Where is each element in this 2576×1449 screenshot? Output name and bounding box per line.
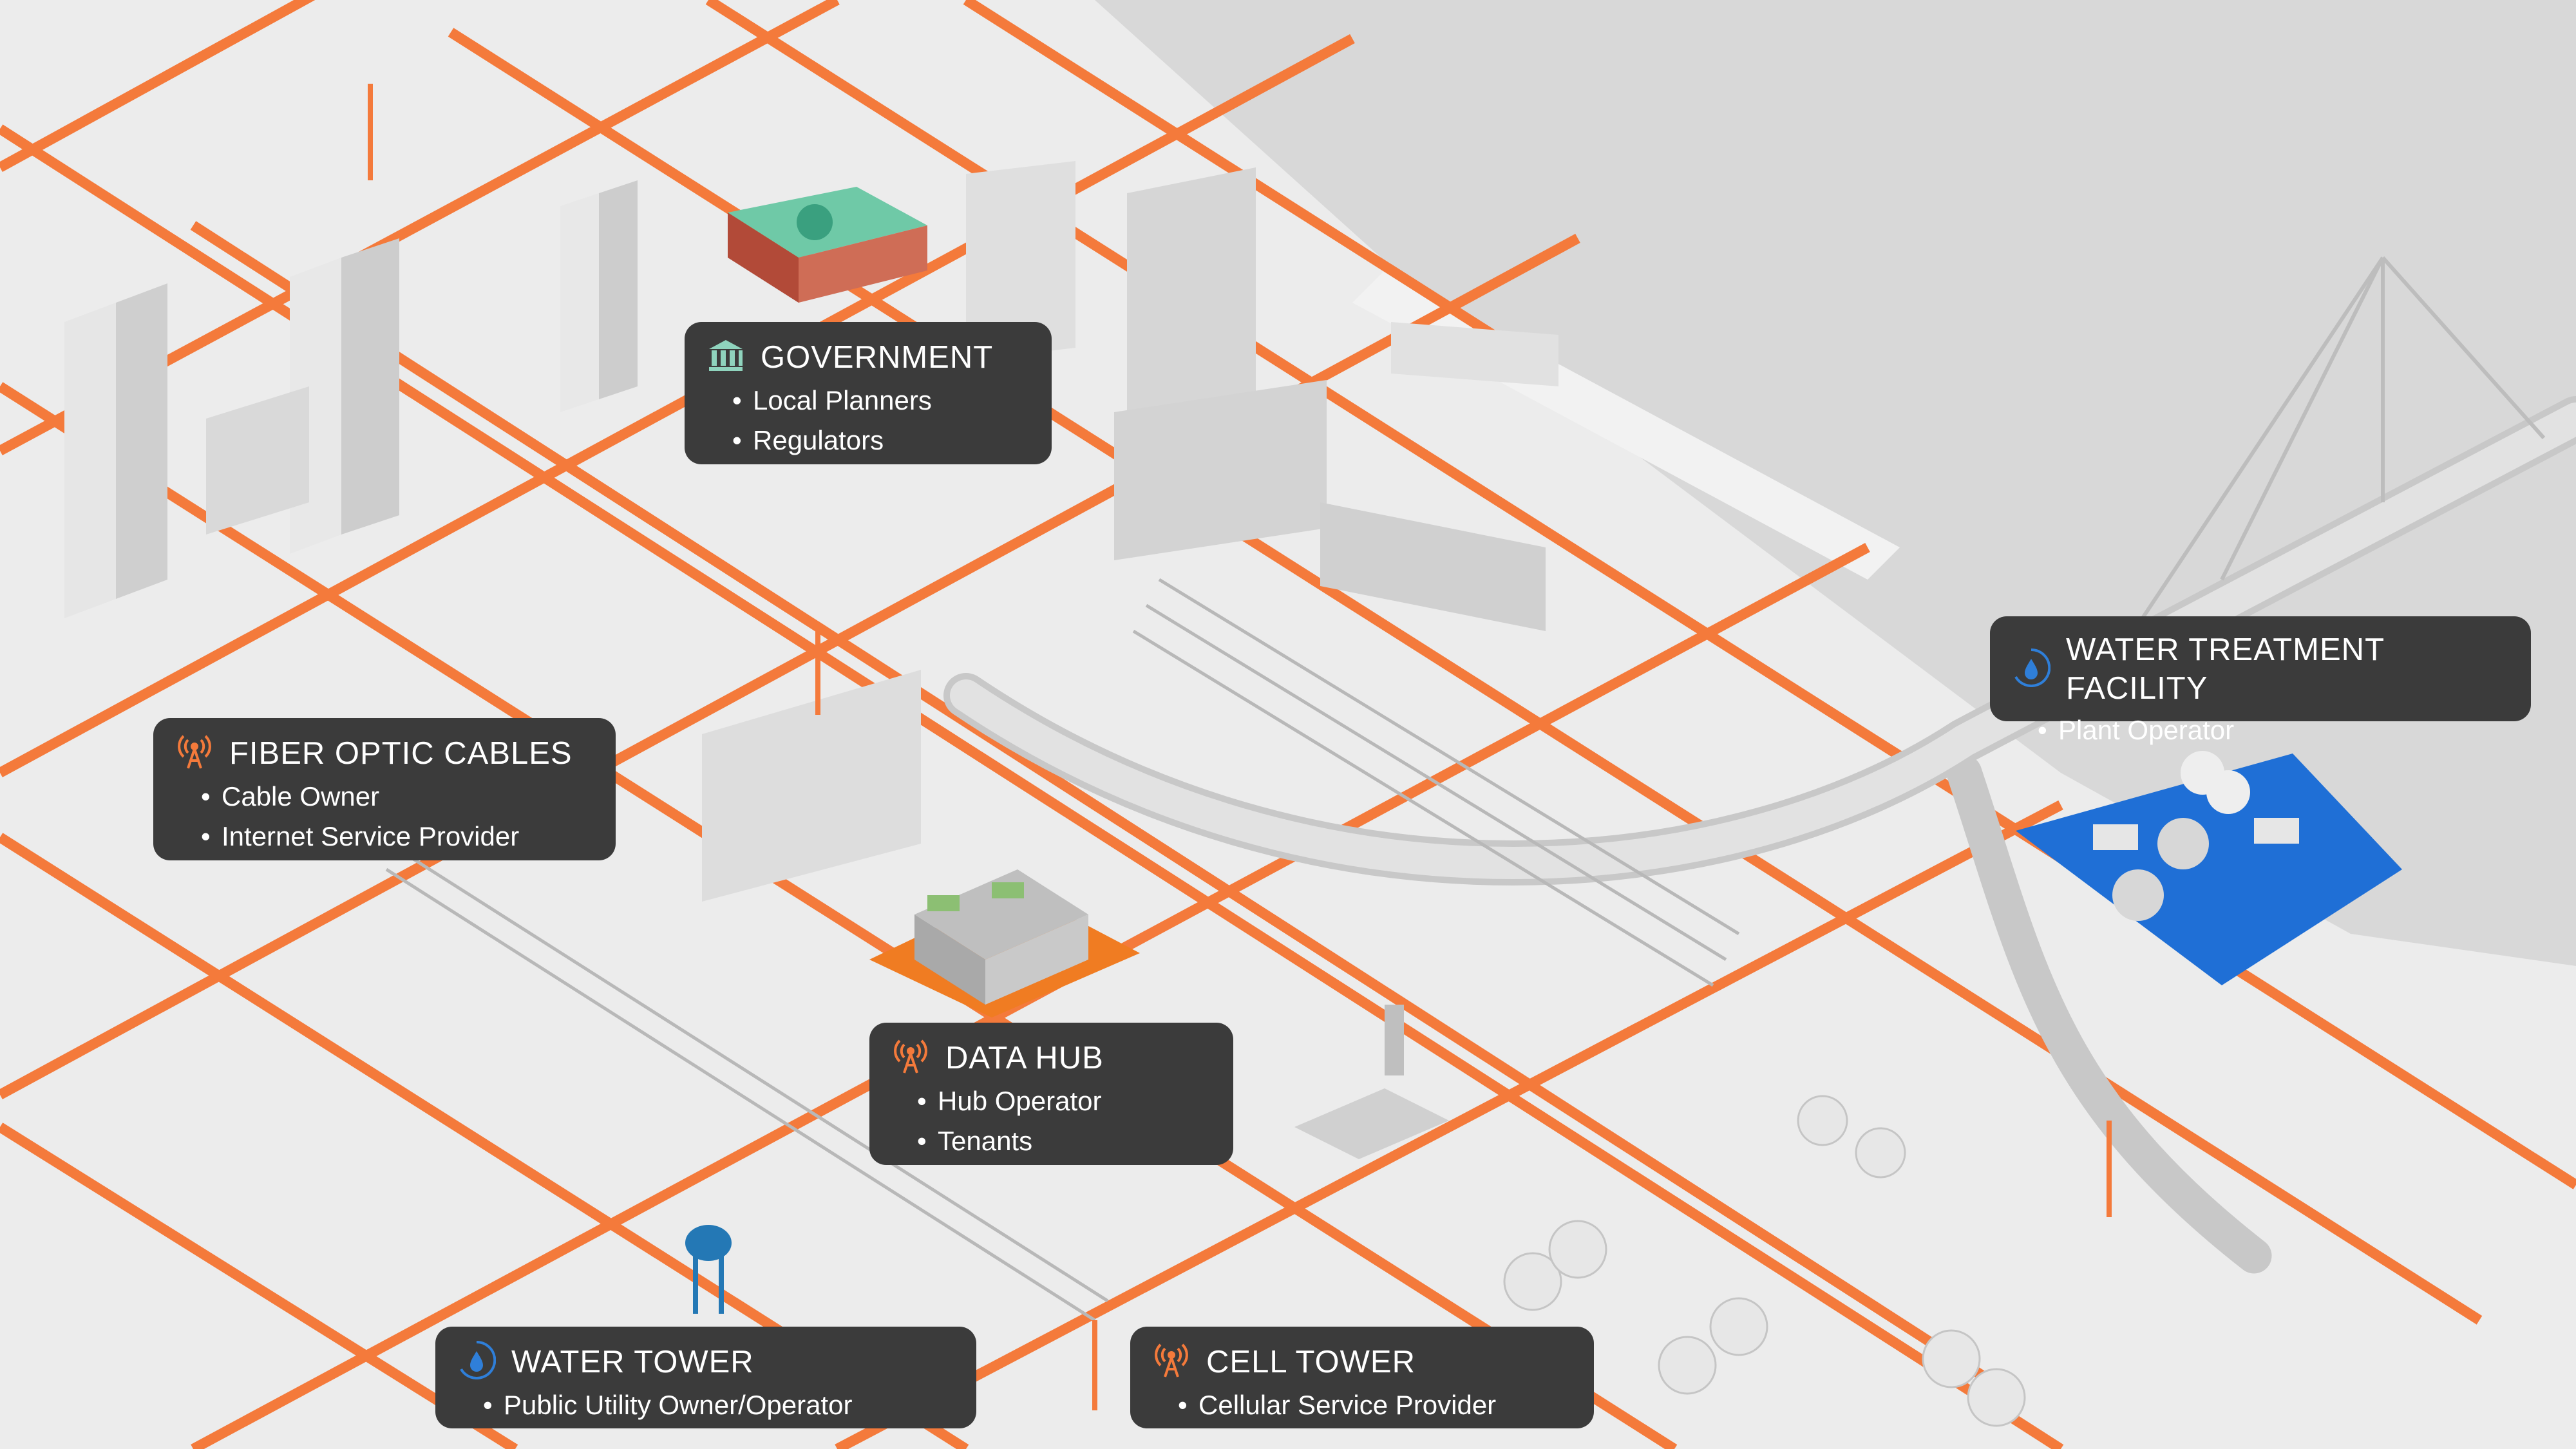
fiber-optic-title: FIBER OPTIC CABLES (229, 735, 573, 771)
data-hub-callout: DATA HUB Hub Operator Tenants (869, 1023, 1233, 1165)
government-item-2: Regulators (706, 421, 1026, 460)
data-hub-title: DATA HUB (945, 1040, 1104, 1075)
water-drop-icon (2012, 648, 2066, 690)
water-treatment-plant (2016, 751, 2402, 985)
cell-tower-title: CELL TOWER (1206, 1344, 1416, 1379)
rail-yard (385, 578, 1740, 1322)
bridge-cables (2123, 256, 2546, 645)
water-treatment-title: WATER TREATMENT FACILITY (2066, 632, 2385, 706)
government-item-1: Local Planners (706, 381, 1026, 421)
fiber-optic-item-2: Internet Service Provider (175, 817, 590, 857)
government-title: GOVERNMENT (761, 339, 994, 375)
water-tower-item-1: Public Utility Owner/Operator (457, 1385, 951, 1425)
data-hub-building (869, 869, 1140, 1018)
cell-tower-marker (368, 84, 2112, 1410)
antenna-icon (175, 732, 229, 774)
antenna-icon (1152, 1341, 1206, 1383)
fiber-optic-item-1: Cable Owner (175, 777, 590, 817)
highway-bridge (943, 396, 2576, 1274)
water-tower-callout: WATER TOWER Public Utility Owner/Operato… (435, 1327, 976, 1428)
data-hub-item-1: Hub Operator (891, 1081, 1208, 1121)
cell-tower-callout: CELL TOWER Cellular Service Provider (1130, 1327, 1594, 1428)
water-treatment-callout: WATER TREATMENT FACILITY Plant Operator (1990, 616, 2531, 750)
fiber-optic-callout: FIBER OPTIC CABLES Cable Owner Internet … (153, 718, 616, 860)
bank-icon (706, 336, 761, 378)
antenna-icon (891, 1037, 945, 1079)
cell-tower-item-1: Cellular Service Provider (1152, 1385, 1568, 1425)
water-tower-structure (685, 1225, 732, 1314)
buildings (64, 161, 1558, 902)
industrial-plant (1294, 1005, 1449, 1159)
industrial-tanks (1503, 1095, 2026, 1427)
government-callout: GOVERNMENT Local Planners Regulators (685, 322, 1052, 464)
data-hub-item-2: Tenants (891, 1121, 1208, 1161)
government-building (728, 187, 927, 303)
water-treatment-item-1: Plant Operator (2012, 710, 2505, 750)
water-drop-icon (457, 1340, 511, 1383)
water-tower-title: WATER TOWER (511, 1344, 754, 1379)
